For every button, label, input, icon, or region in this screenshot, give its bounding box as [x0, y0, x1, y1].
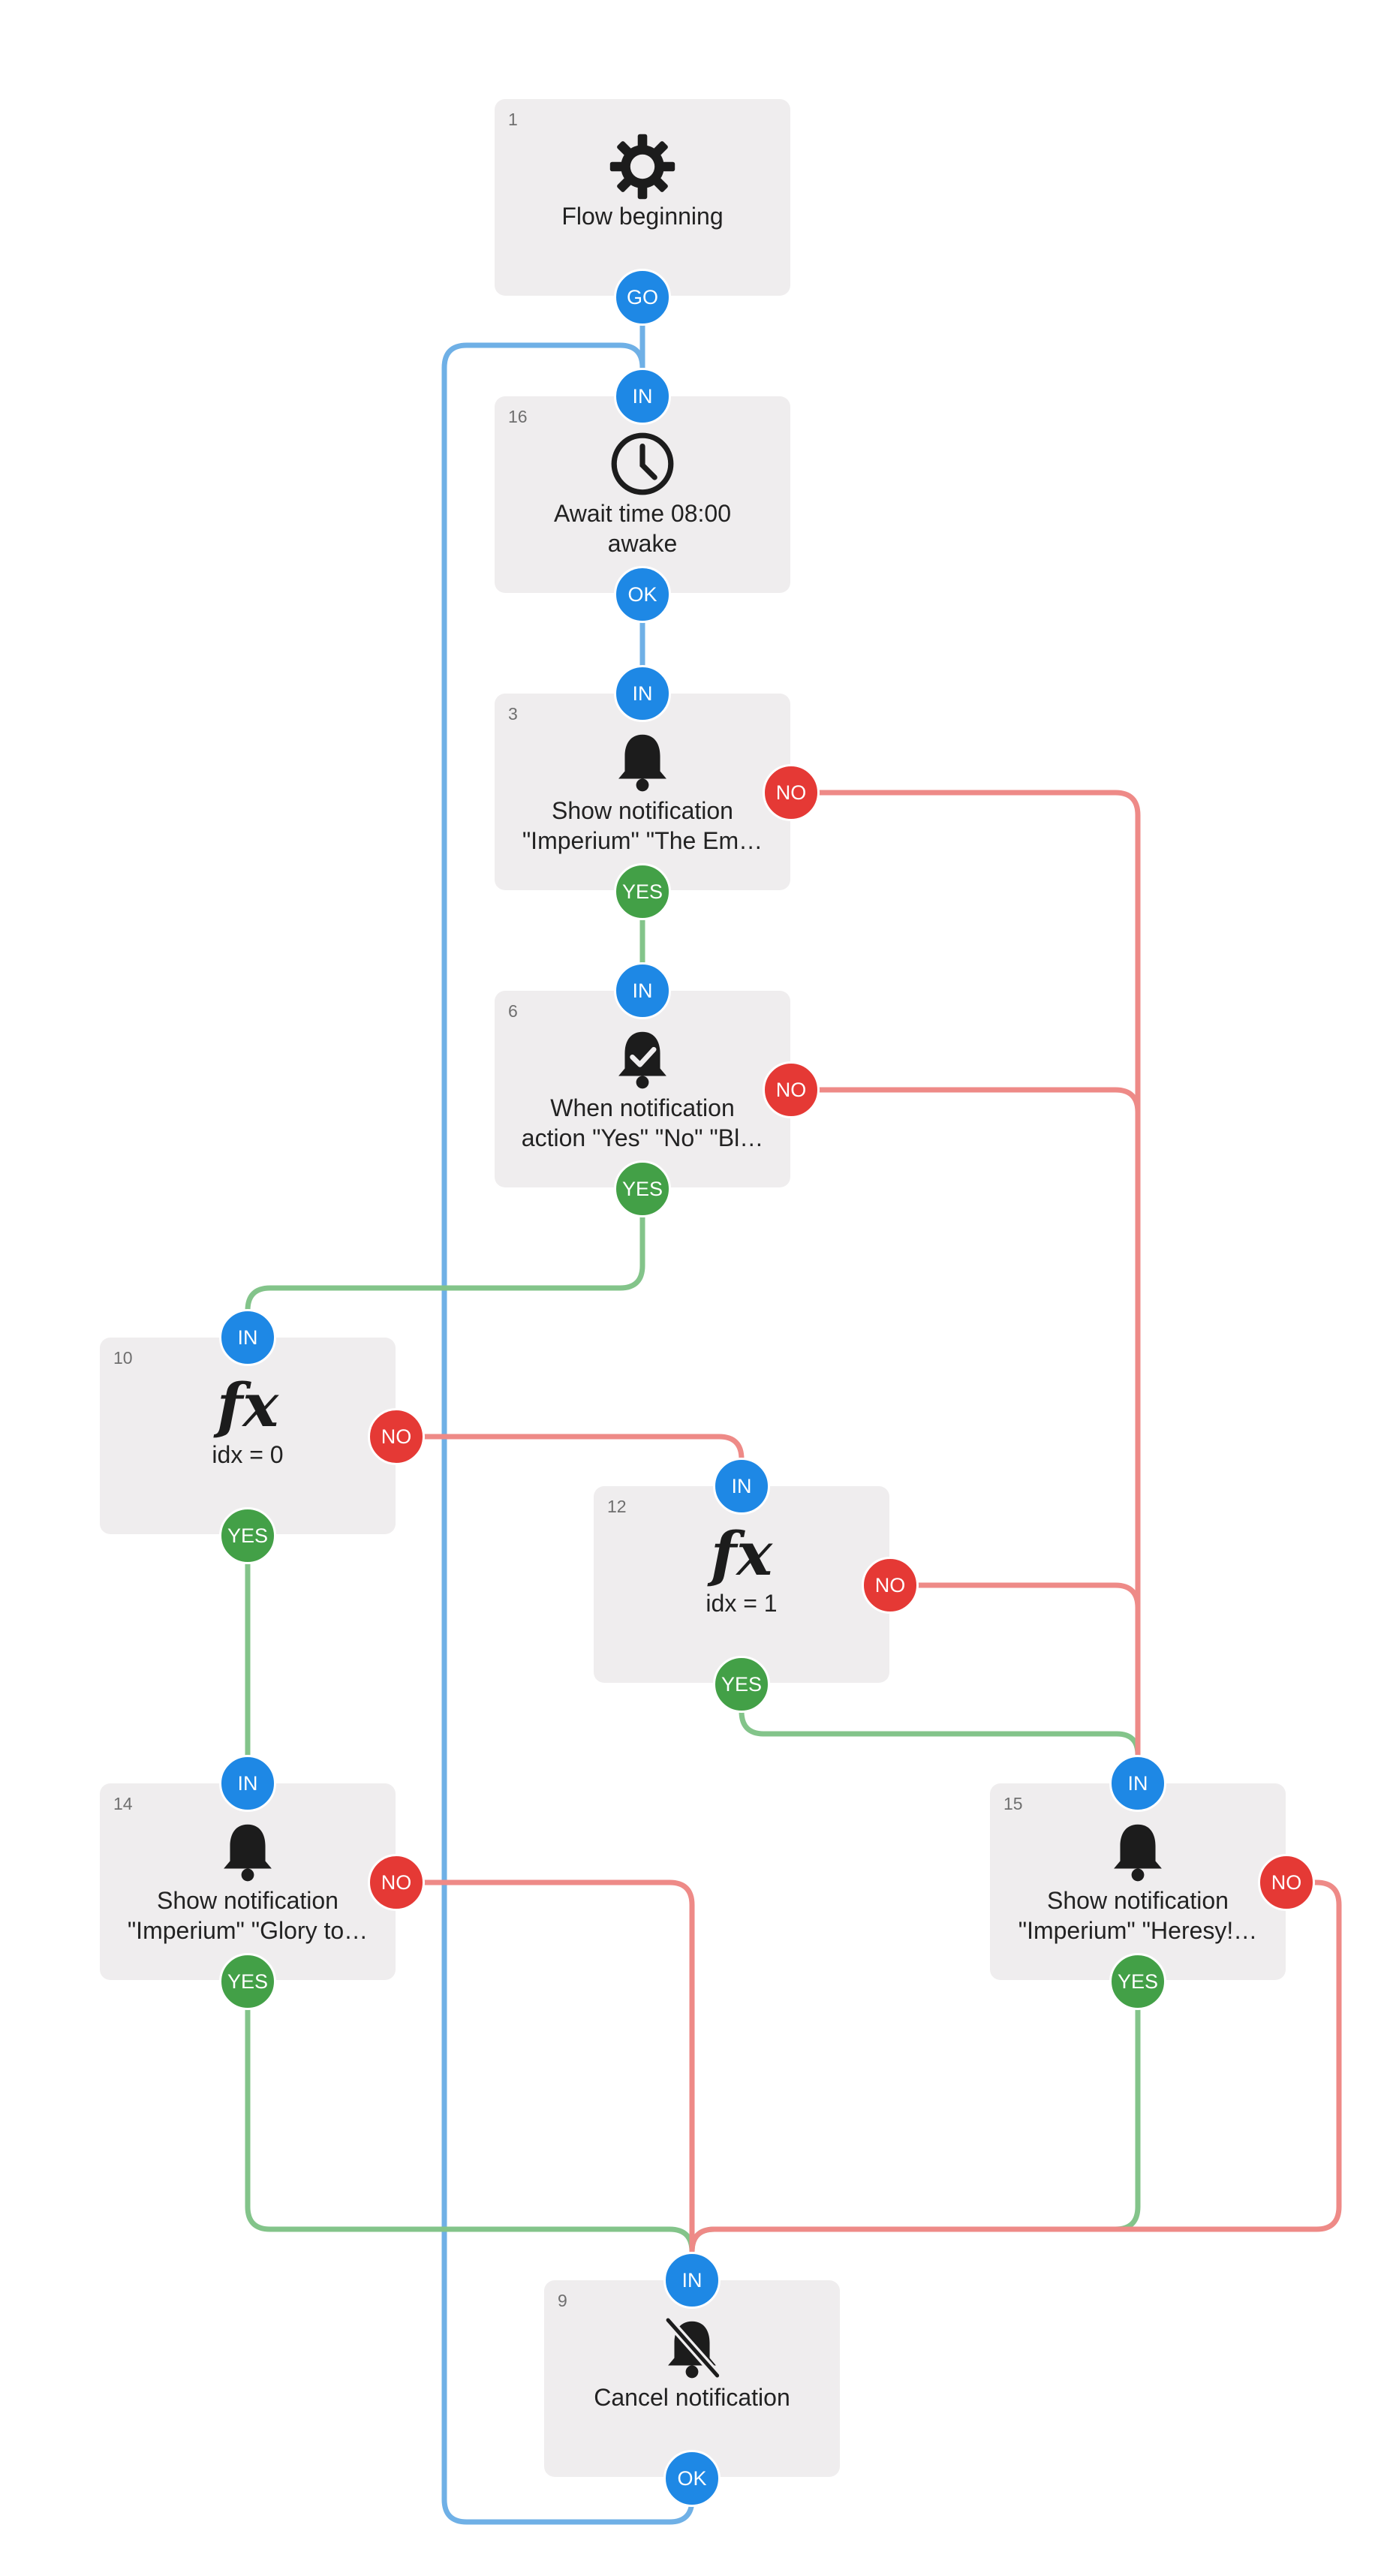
port-1-go[interactable]: GO [614, 269, 671, 326]
port-10-no[interactable]: NO [368, 1408, 425, 1465]
wire-6no-to-15 [788, 1087, 1141, 1786]
node-number: 10 [113, 1348, 133, 1368]
node-label: When notification action "Yes" "No" "Bl… [521, 1094, 764, 1151]
node-number: 14 [113, 1794, 133, 1813]
port-15-no[interactable]: NO [1258, 1854, 1315, 1911]
bell-check-icon [495, 1022, 790, 1094]
node-show-notification-14[interactable]: 14 Show notification "Imperium" "Glory t… [100, 1783, 396, 1980]
node-function-idx-0[interactable]: 10 fx idx = 0 [100, 1338, 396, 1534]
node-number: 9 [558, 2291, 567, 2310]
port-6-no[interactable]: NO [763, 1061, 820, 1118]
node-number: 15 [1003, 1794, 1023, 1813]
wire-14no-to-9 [393, 1879, 695, 2283]
port-9-in[interactable]: IN [663, 2252, 721, 2309]
wire-14yes-to-9 [245, 1979, 695, 2283]
node-label: Cancel notification [594, 2384, 790, 2411]
bell-off-icon [544, 2312, 840, 2384]
gear-icon [495, 131, 790, 203]
wire-9ok-loop-to-16 [441, 342, 695, 2525]
wire-12no-to-15 [887, 1582, 1141, 1786]
port-12-in[interactable]: IN [713, 1458, 770, 1515]
port-16-in[interactable]: IN [614, 368, 671, 425]
port-15-in[interactable]: IN [1109, 1755, 1166, 1812]
node-label: Show notification "Imperium" "Glory to… [127, 1887, 369, 1944]
node-flow-beginning[interactable]: 1 Flow beginning [495, 99, 790, 296]
node-label: idx = 0 [212, 1441, 284, 1468]
wire-15no-to-9 [689, 1879, 1342, 2255]
node-label: Show notification "Imperium" "The Em… [522, 797, 763, 854]
node-label: Await time 08:00 awake [554, 500, 731, 557]
port-15-yes[interactable]: YES [1109, 1953, 1166, 2010]
node-number: 3 [508, 704, 518, 724]
port-6-yes[interactable]: YES [614, 1160, 671, 1217]
port-3-in[interactable]: IN [614, 665, 671, 722]
bell-icon [990, 1815, 1286, 1887]
bell-icon [100, 1815, 396, 1887]
function-icon-text: fx [710, 1518, 773, 1589]
node-number: 6 [508, 1001, 518, 1021]
port-14-no[interactable]: NO [368, 1854, 425, 1911]
node-label: Show notification "Imperium" "Heresy!… [1018, 1887, 1258, 1944]
node-cancel-notification[interactable]: 9 Cancel notification [544, 2280, 840, 2477]
node-show-notification-15[interactable]: 15 Show notification "Imperium" "Heresy!… [990, 1783, 1286, 1980]
function-icon: fx [594, 1518, 889, 1590]
node-when-notification-action[interactable]: 6 When notification action "Yes" "No" "B… [495, 991, 790, 1187]
port-12-yes[interactable]: YES [713, 1656, 770, 1713]
node-number: 16 [508, 407, 528, 426]
node-label: idx = 1 [706, 1590, 778, 1617]
clock-icon [495, 428, 790, 500]
wire-10no-to-12 [393, 1434, 745, 1489]
wire-12yes-to-15 [739, 1681, 1141, 1786]
port-14-yes[interactable]: YES [219, 1953, 276, 2010]
port-6-in[interactable]: IN [614, 962, 671, 1019]
port-10-yes[interactable]: YES [219, 1507, 276, 1564]
node-await-time[interactable]: 16 Await time 08:00 awake [495, 396, 790, 593]
wire-15yes-to-9 [689, 1979, 1141, 2255]
port-16-ok[interactable]: OK [614, 566, 671, 623]
port-10-in[interactable]: IN [219, 1309, 276, 1366]
port-3-no[interactable]: NO [763, 764, 820, 821]
port-3-yes[interactable]: YES [614, 863, 671, 920]
function-icon-text: fx [216, 1370, 279, 1440]
wire-6yes-to-10 [245, 1186, 645, 1341]
port-14-in[interactable]: IN [219, 1755, 276, 1812]
function-icon: fx [100, 1369, 396, 1441]
node-number: 1 [508, 110, 518, 129]
node-function-idx-1[interactable]: 12 fx idx = 1 [594, 1486, 889, 1683]
node-number: 12 [607, 1497, 627, 1516]
node-show-notification-3[interactable]: 3 Show notification "Imperium" "The Em… [495, 694, 790, 890]
port-9-ok[interactable]: OK [663, 2450, 721, 2507]
wire-3no-to-15 [788, 790, 1141, 1786]
bell-icon [495, 725, 790, 797]
node-label: Flow beginning [561, 203, 724, 230]
port-12-no[interactable]: NO [862, 1557, 919, 1614]
